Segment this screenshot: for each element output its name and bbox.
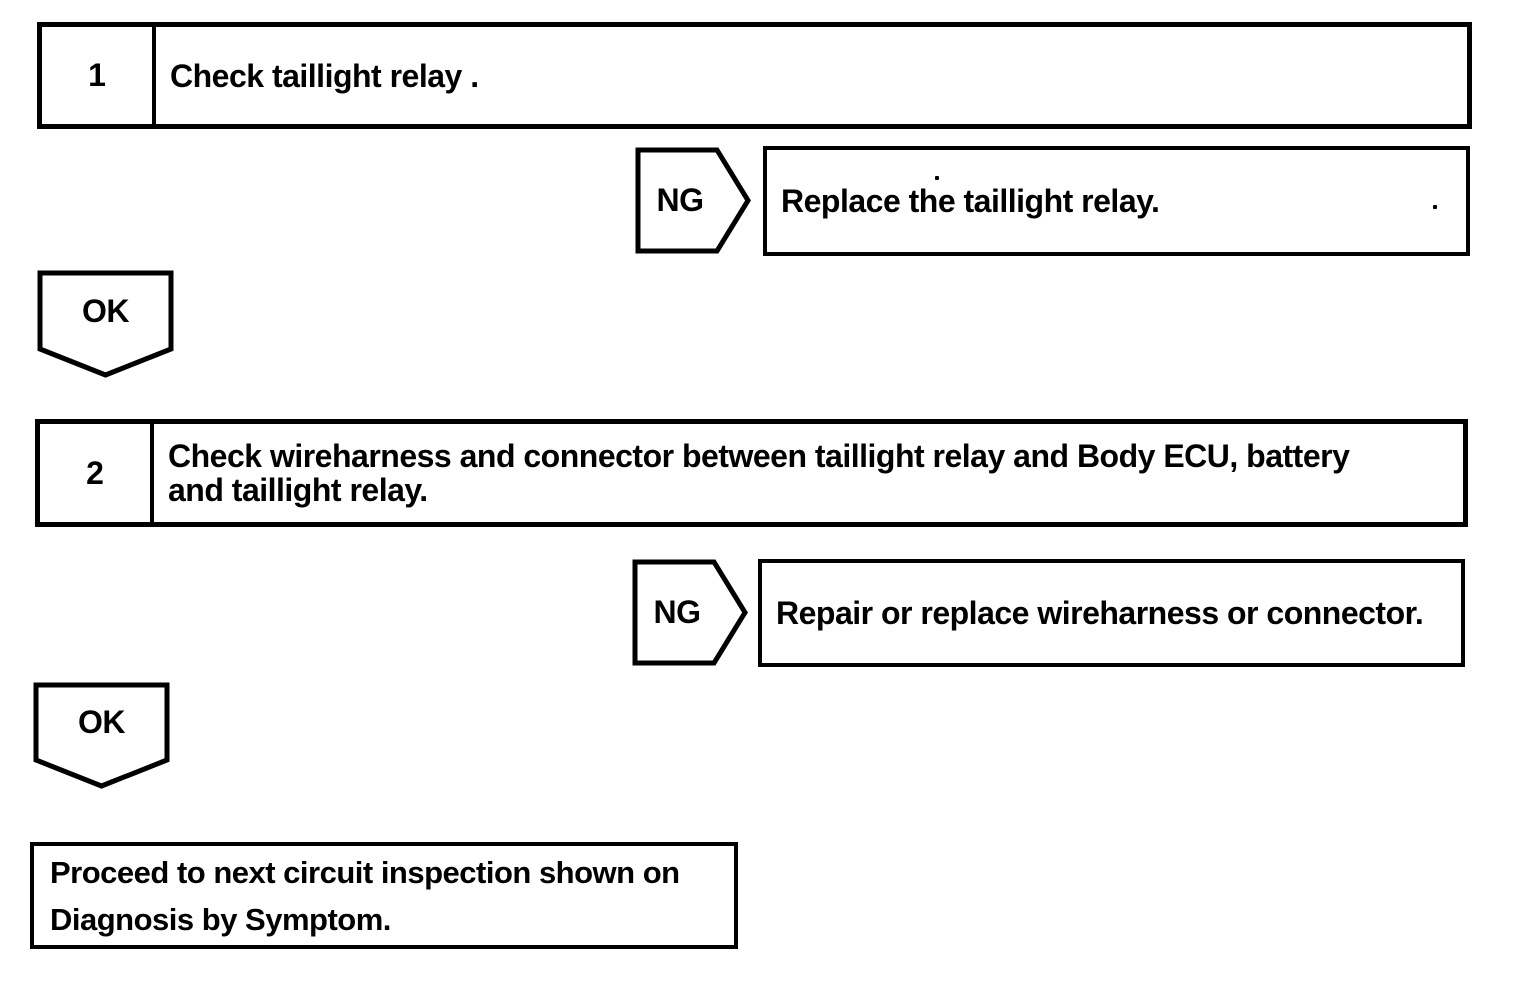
step-1-number: 1: [42, 27, 156, 124]
step-1-box: 1 Check taillight relay .: [37, 22, 1472, 129]
ng-result-2-text: Repair or replace wireharness or connect…: [776, 594, 1424, 631]
ng-arrow-1-label: NG: [656, 182, 705, 218]
ng-pentagon-icon: [635, 147, 751, 254]
ok-arrow-1-label: OK: [82, 292, 130, 329]
ok-arrow-2: OK: [33, 682, 170, 789]
ng-result-1-text: Replace the taillight relay.: [781, 182, 1160, 219]
ok-pentagon-icon: [33, 682, 170, 789]
ng-pentagon-icon: [632, 559, 748, 666]
ng-arrow-2-label: NG: [653, 594, 702, 630]
step-2-instruction: Check wireharness and connector between …: [168, 438, 1350, 508]
end-text: Proceed to next circuit inspection shown…: [50, 854, 680, 937]
ng-arrow-2: NG: [632, 559, 748, 666]
ok-pentagon-icon: [37, 270, 174, 378]
step-1-instruction: Check taillight relay .: [170, 57, 479, 94]
scan-artifact-dot: [935, 176, 939, 180]
step-2-box: 2 Check wireharness and connector betwee…: [35, 419, 1468, 527]
ng-result-2-box: Repair or replace wireharness or connect…: [758, 559, 1465, 667]
scan-artifact-dot: [1433, 205, 1437, 209]
end-box: Proceed to next circuit inspection shown…: [30, 842, 738, 949]
ok-arrow-1: OK: [37, 270, 174, 378]
ng-result-1-box: Replace the taillight relay.: [763, 146, 1470, 256]
ng-arrow-1: NG: [635, 147, 751, 254]
step-2-number: 2: [40, 424, 154, 522]
ok-arrow-2-label: OK: [78, 704, 126, 740]
